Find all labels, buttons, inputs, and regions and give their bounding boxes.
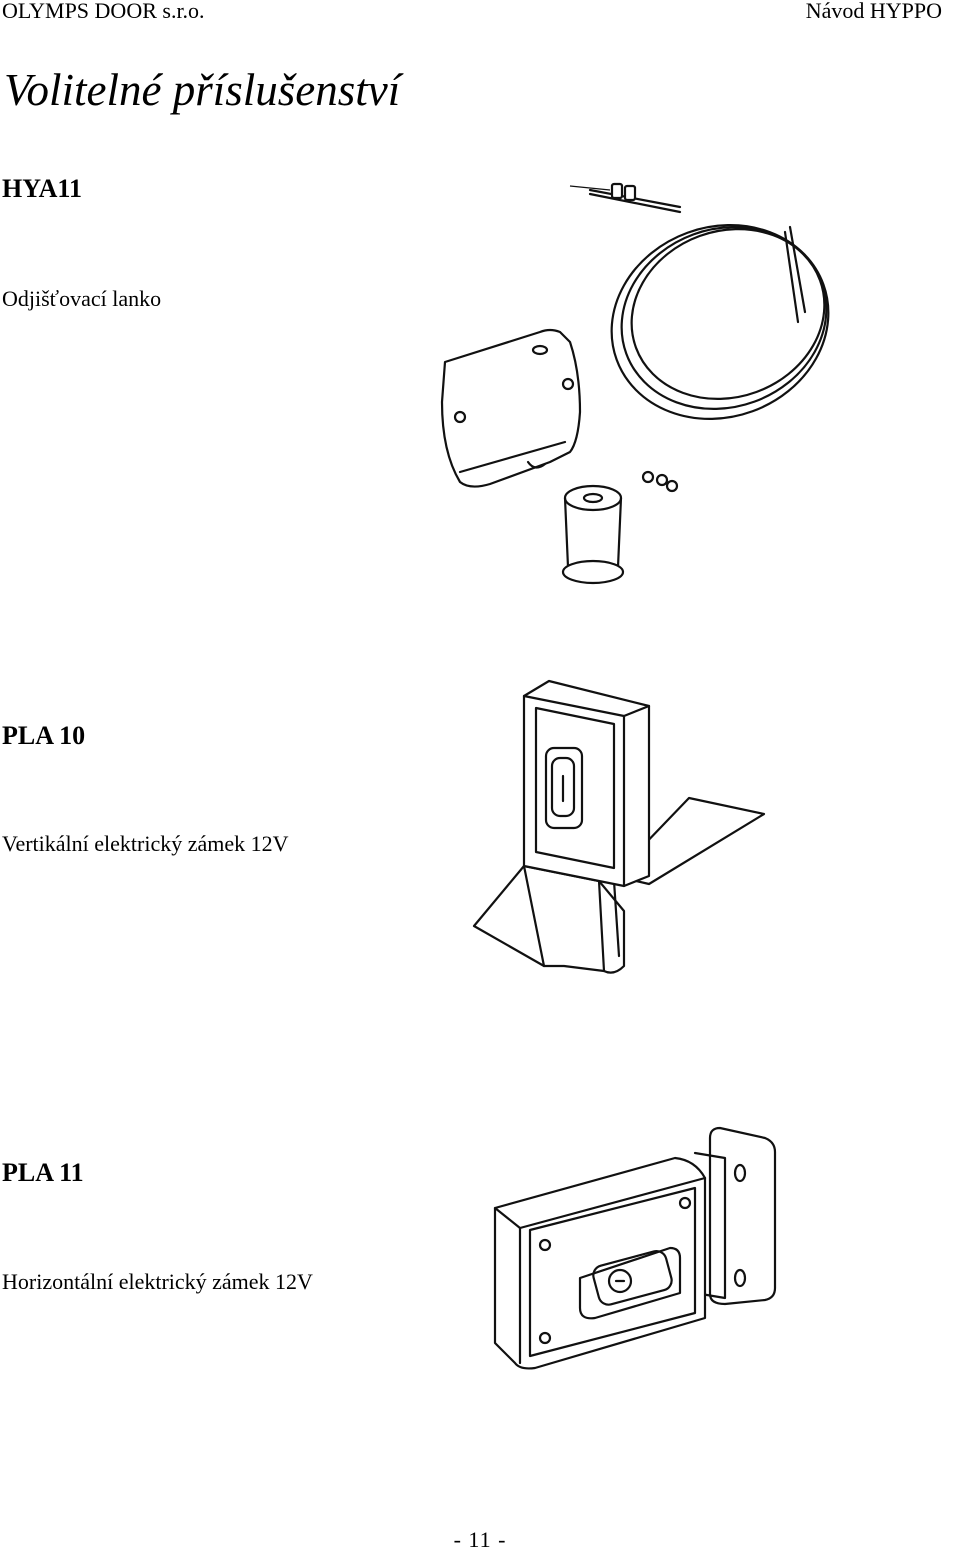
page-number: - 11 - bbox=[453, 1527, 507, 1552]
page-title: Volitelné příslušenství bbox=[4, 65, 401, 115]
header-company: OLYMPS DOOR s.r.o. bbox=[2, 0, 205, 23]
item-description-pla10: Vertikální elektrický zámek 12V bbox=[2, 831, 289, 856]
vertical-electric-lock-illustration bbox=[464, 676, 784, 991]
item-code-pla11: PLA 11 bbox=[2, 1158, 84, 1187]
item-description-hya11: Odjišťovací lanko bbox=[2, 286, 162, 311]
item-code-pla10: PLA 10 bbox=[2, 721, 86, 750]
item-description-pla11: Horizontální elektrický zámek 12V bbox=[2, 1269, 313, 1294]
item-code-hya11: HYA11 bbox=[2, 174, 82, 203]
horizontal-electric-lock-illustration bbox=[485, 1118, 785, 1383]
header-manual-title: Návod HYPPO bbox=[805, 0, 942, 23]
release-cable-kit-illustration bbox=[430, 172, 830, 597]
